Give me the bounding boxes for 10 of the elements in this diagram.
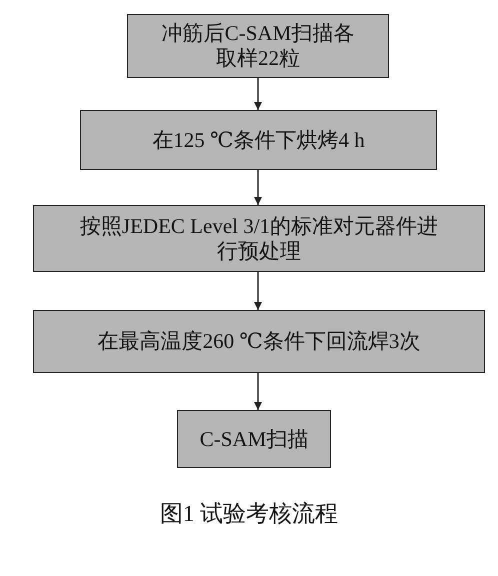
process-box: 在最高温度260 ℃条件下回流焊3次 bbox=[33, 310, 485, 373]
process-box: C-SAM扫描 bbox=[177, 410, 331, 468]
process-box: 按照JEDEC Level 3/1的标准对元器件进行预处理 bbox=[33, 205, 485, 272]
process-box: 冲筋后C-SAM扫描各取样22粒 bbox=[127, 14, 389, 78]
arrow bbox=[254, 78, 262, 110]
arrow bbox=[254, 170, 262, 205]
arrow bbox=[254, 272, 262, 310]
process-box: 在125 ℃条件下烘烤4 h bbox=[80, 110, 437, 170]
figure-caption: 图1 试验考核流程 bbox=[158, 500, 340, 528]
arrow bbox=[254, 373, 262, 410]
